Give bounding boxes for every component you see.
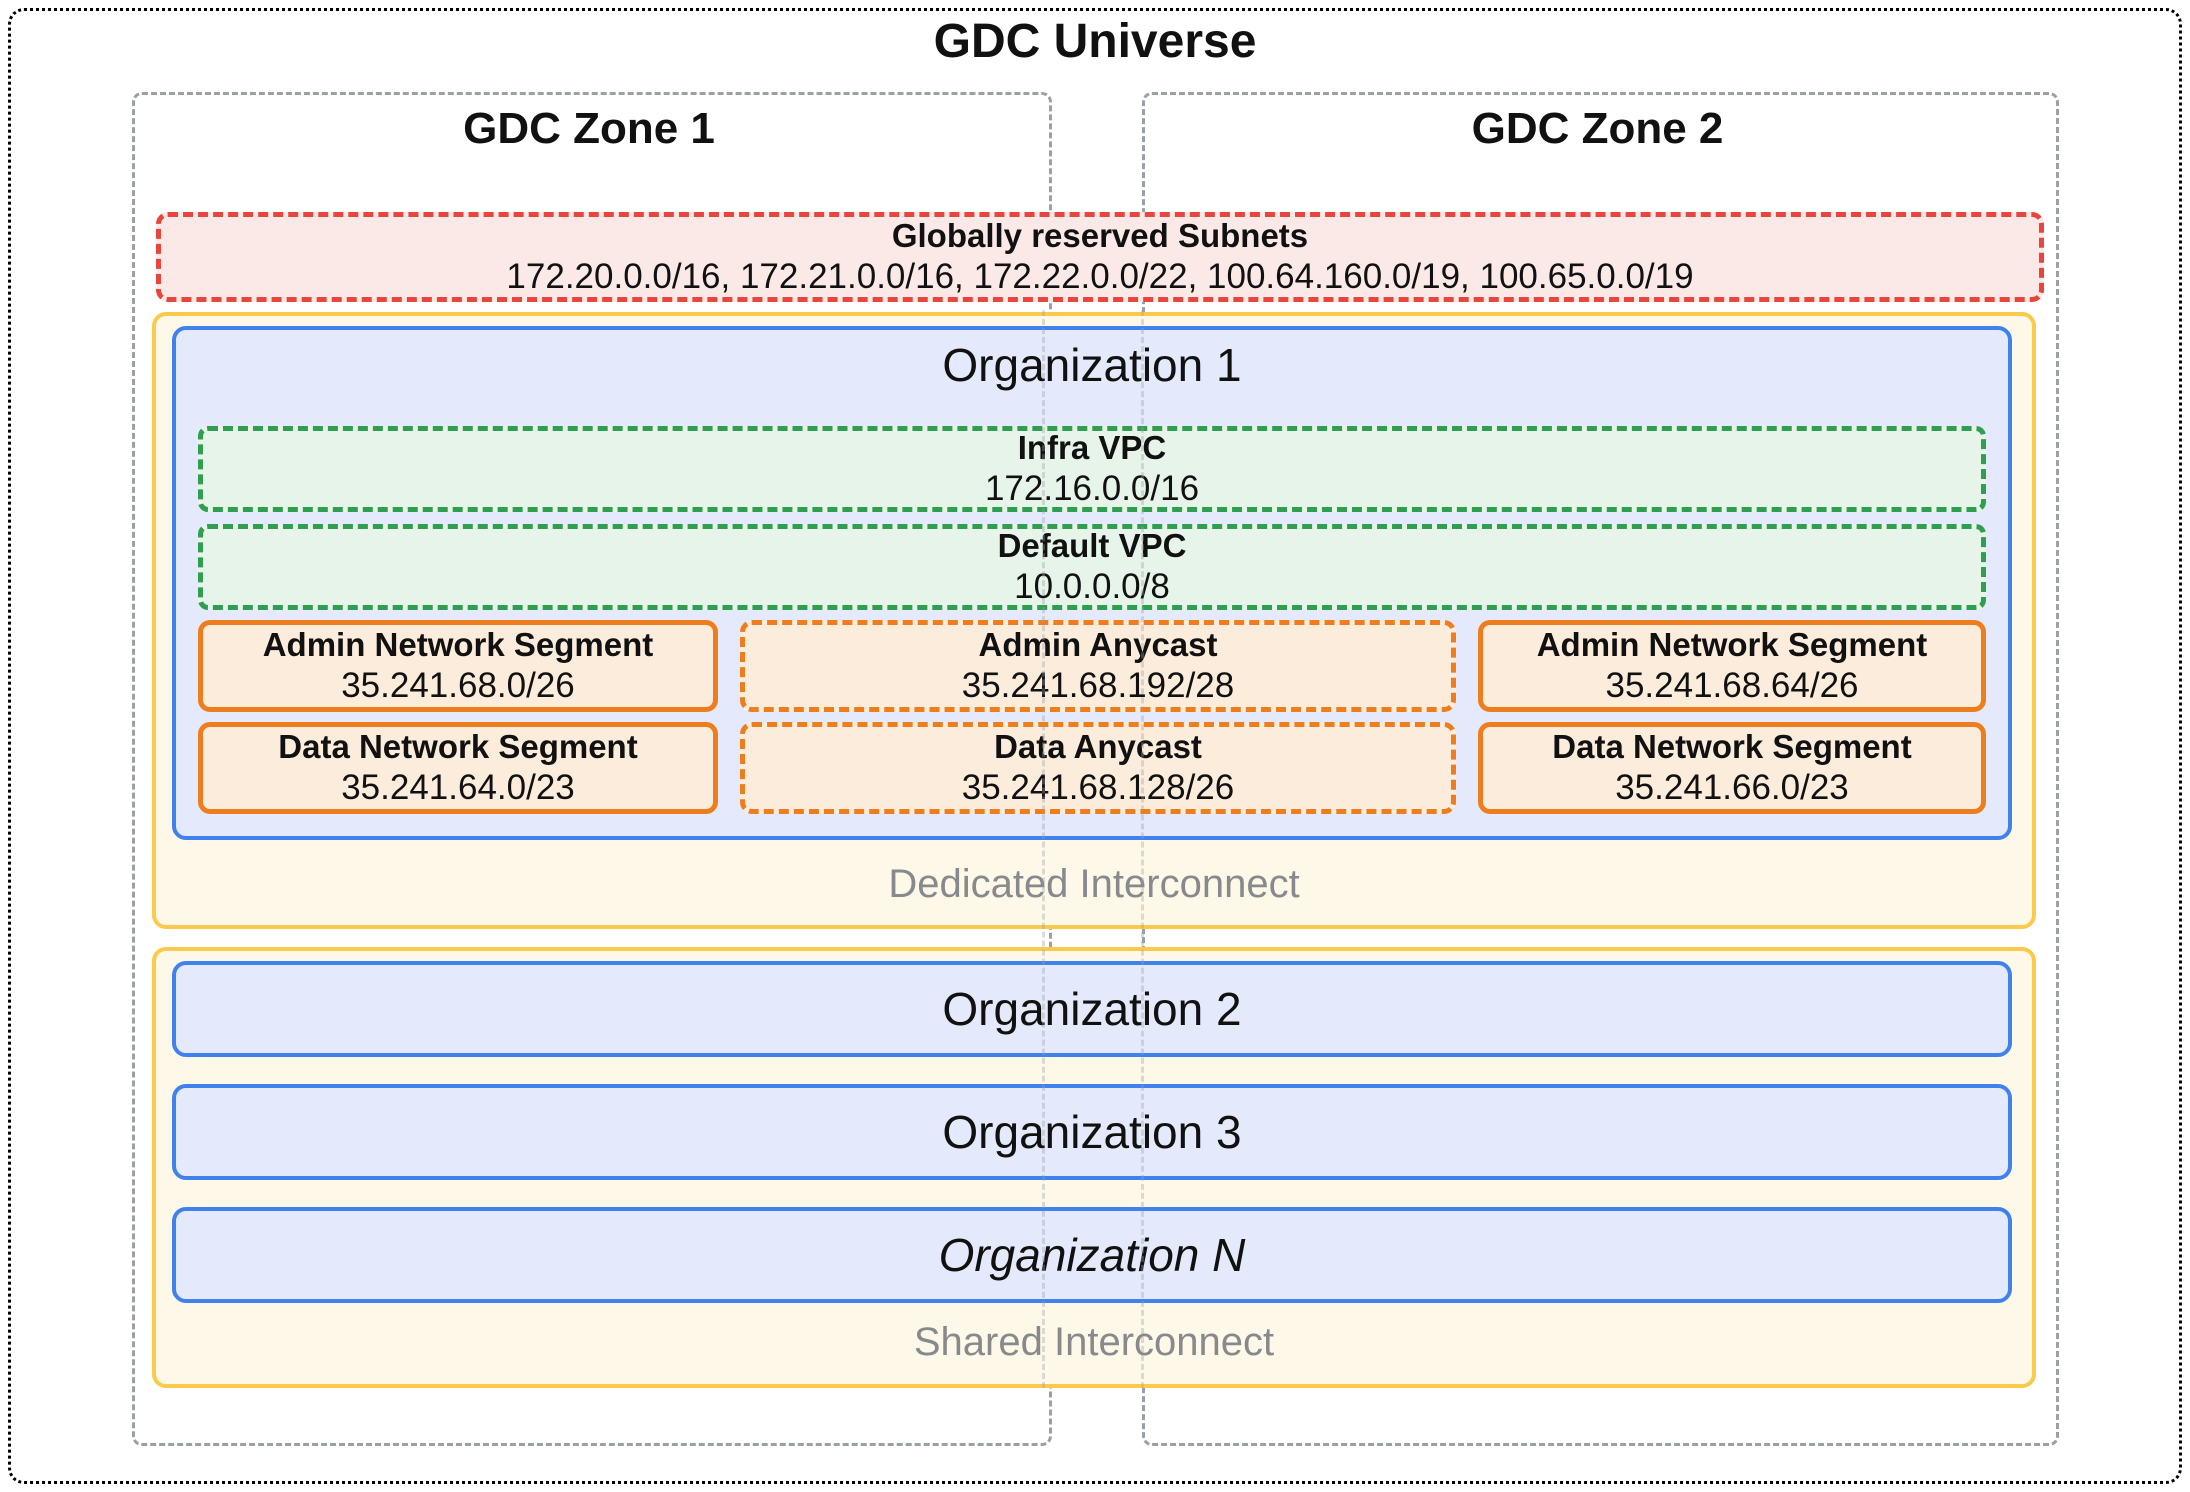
reserved-subnets-title: Globally reserved Subnets — [891, 216, 1309, 254]
default-vpc-cidr: 10.0.0.0/8 — [1014, 566, 1170, 606]
segment-name: Admin Network Segment — [262, 625, 654, 663]
shared-interconnect-label: Shared Interconnect — [913, 1320, 1275, 1364]
universe-title: GDC Universe — [933, 15, 1257, 68]
segment-cidr: 35.241.68.0/26 — [341, 665, 575, 705]
segment-cidr: 35.241.68.128/26 — [961, 767, 1235, 807]
admin-network-segment-zone2-box: Admin Network Segment 35.241.68.64/26 — [1478, 620, 1986, 712]
segment-name: Admin Anycast — [978, 625, 1218, 663]
organization-n-box: Organization N — [172, 1207, 2012, 1303]
infra-vpc-name: Infra VPC — [1017, 428, 1167, 466]
reserved-subnets-cidrs: 172.20.0.0/16, 172.21.0.0/16, 172.22.0.0… — [506, 256, 1694, 296]
organization-3-box: Organization 3 — [172, 1084, 2012, 1180]
universe-boundary — [8, 8, 2182, 1484]
dedicated-interconnect-label: Dedicated Interconnect — [888, 862, 1300, 906]
infra-vpc-cidr: 172.16.0.0/16 — [984, 468, 1200, 508]
segment-cidr: 35.241.64.0/23 — [341, 767, 575, 807]
default-vpc-name: Default VPC — [997, 526, 1187, 564]
segment-name: Data Network Segment — [278, 727, 638, 765]
default-vpc-box: Default VPC 10.0.0.0/8 — [198, 524, 1986, 610]
infra-vpc-box: Infra VPC 172.16.0.0/16 — [198, 426, 1986, 512]
data-network-segment-zone1-box: Data Network Segment 35.241.64.0/23 — [198, 722, 718, 814]
gdc-zone-1-label: GDC Zone 1 — [463, 104, 715, 153]
zone-2-boundary-continuation-line — [1141, 310, 1144, 1388]
organization-2-box: Organization 2 — [172, 961, 2012, 1057]
data-network-segment-zone2-box: Data Network Segment 35.241.66.0/23 — [1478, 722, 1986, 814]
organization-1-title: Organization 1 — [942, 339, 1242, 391]
admin-network-segment-zone1-box: Admin Network Segment 35.241.68.0/26 — [198, 620, 718, 712]
segment-name: Admin Network Segment — [1536, 625, 1928, 663]
gdc-zone-2-label: GDC Zone 2 — [1471, 104, 1724, 153]
zone-1-boundary-continuation-line — [1042, 310, 1045, 1388]
segment-cidr: 35.241.68.64/26 — [1605, 665, 1859, 705]
admin-anycast-box: Admin Anycast 35.241.68.192/28 — [740, 620, 1456, 712]
data-anycast-box: Data Anycast 35.241.68.128/26 — [740, 722, 1456, 814]
segment-name: Data Network Segment — [1552, 727, 1912, 765]
segment-cidr: 35.241.66.0/23 — [1615, 767, 1849, 807]
segment-name: Data Anycast — [994, 727, 1202, 765]
segment-cidr: 35.241.68.192/28 — [961, 665, 1235, 705]
globally-reserved-subnets-box: Globally reserved Subnets 172.20.0.0/16,… — [156, 212, 2044, 302]
